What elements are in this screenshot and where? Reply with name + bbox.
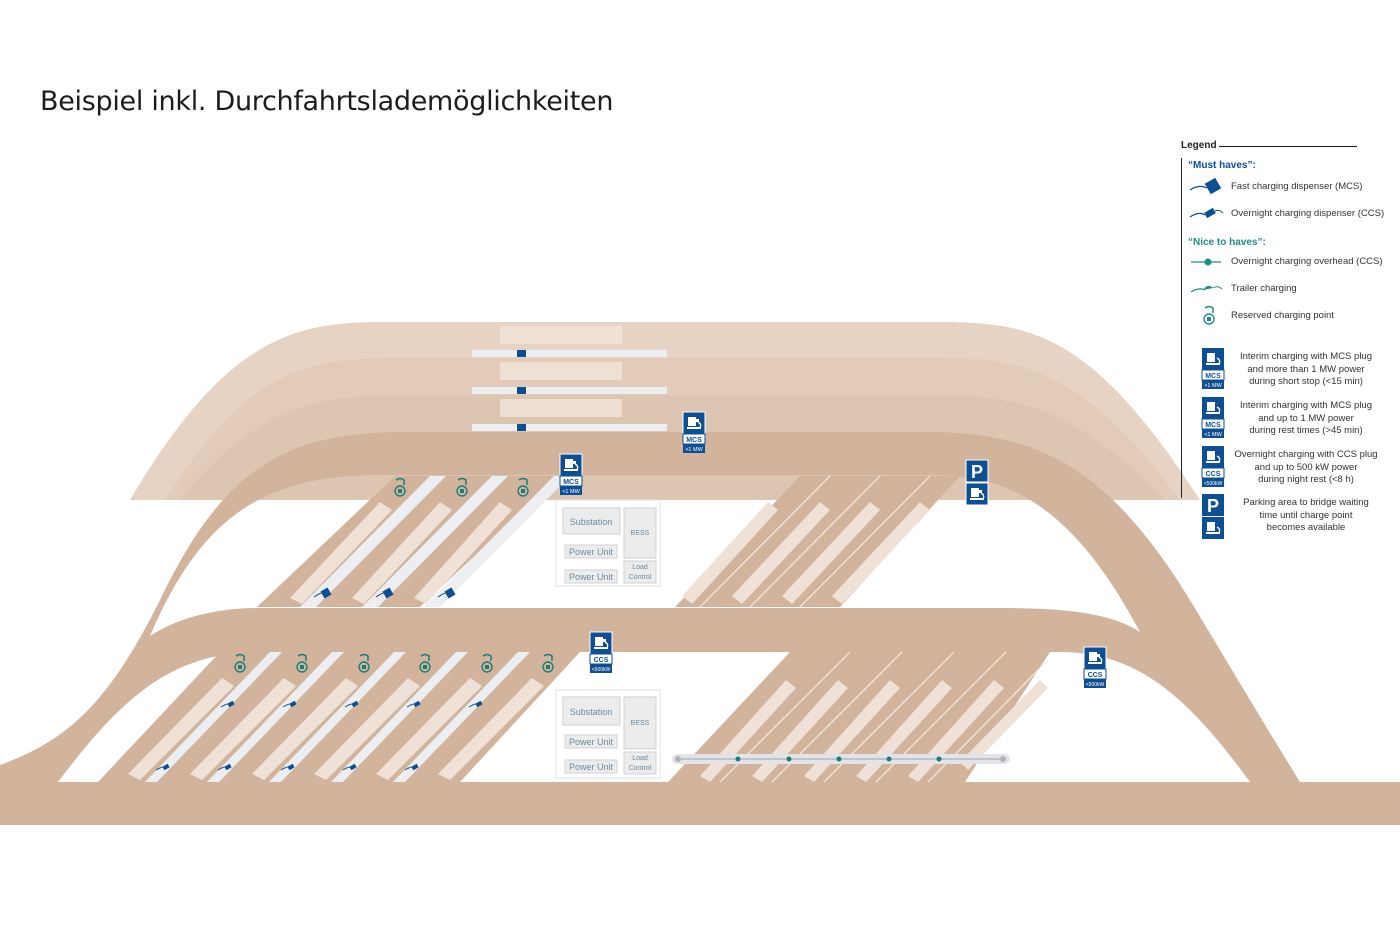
svg-text:<500kW: <500kW [1204, 481, 1223, 487]
svg-text:MCS: MCS [1205, 422, 1221, 429]
legend-title: Legend [1181, 140, 1217, 151]
svg-text:>1 MW: >1 MW [1204, 383, 1222, 389]
infrastructure-lower: Substation Power Unit Power Unit BESS Lo… [555, 689, 661, 779]
mcs-lt1mw-sign-icon: MCS <1 MW [1201, 397, 1225, 438]
legend-rule [1219, 146, 1357, 147]
bess-label: BESS [631, 720, 650, 727]
page-title: Beispiel inkl. Durchfahrtslademöglichkei… [40, 86, 614, 117]
svg-text:<500kW: <500kW [1086, 682, 1105, 688]
svg-text:MCS: MCS [686, 437, 702, 444]
mcs-lt1mw-sign-icon: MCS <1 MW [559, 453, 583, 495]
svg-text:<1 MW: <1 MW [562, 489, 580, 495]
overnight-charging-dispenser-icon [1189, 207, 1224, 219]
svg-text:>1 MW: >1 MW [685, 447, 703, 453]
svg-text:P: P [1207, 496, 1219, 516]
power-unit-label: Power Unit [569, 737, 614, 747]
ccs-sign-icon: CCS <500kW [589, 631, 613, 673]
mcs-gt1mw-sign-icon: MCS >1 MW [1201, 348, 1225, 389]
svg-text:<1 MW: <1 MW [1204, 432, 1222, 438]
power-unit-label: Power Unit [569, 547, 614, 557]
parking-sign-icon: P [965, 459, 989, 506]
legend-line [1181, 158, 1182, 498]
svg-text:CCS: CCS [1206, 471, 1221, 478]
must-haves-heading: “Must haves”: [1188, 160, 1256, 171]
upper-parking-area [257, 475, 960, 608]
fast-charging-dispenser-icon [1189, 178, 1222, 195]
svg-text:P: P [971, 462, 983, 482]
substation-label: Substation [570, 517, 613, 527]
ccs-sign-icon: CCS <500kW [1201, 446, 1225, 487]
nice-to-haves-heading: “Nice to haves”: [1188, 237, 1266, 248]
bess-label: BESS [631, 530, 650, 537]
svg-text:CCS: CCS [594, 657, 609, 664]
legend: Legend “Must haves”: Fast charging dispe… [1181, 140, 1395, 500]
ccs-sign-icon: CCS <500kW [1083, 646, 1107, 688]
legend-item-parking: P Parking area to bridge waiting time un… [1181, 494, 1395, 540]
reserved-charging-point-icon [1203, 305, 1215, 325]
infrastructure-upper: Substation Power Unit Power Unit BESS Lo… [555, 499, 661, 587]
power-unit-label: Power Unit [569, 572, 614, 582]
svg-text:CCS: CCS [1088, 672, 1103, 679]
mcs-gt1mw-sign-icon: MCS >1 MW [682, 411, 706, 453]
overnight-overhead-charging [672, 754, 1010, 764]
parking-sign-icon: P [1202, 494, 1224, 539]
power-unit-label: Power Unit [569, 762, 614, 772]
overnight-overhead-icon [1191, 258, 1221, 266]
trailer-charging-icon [1190, 285, 1223, 293]
road-network [0, 432, 1400, 825]
svg-text:MCS: MCS [563, 479, 579, 486]
svg-text:<500kW: <500kW [592, 667, 611, 673]
lower-parking-area [98, 651, 1050, 783]
svg-text:MCS: MCS [1205, 373, 1221, 380]
substation-label: Substation [570, 707, 613, 717]
